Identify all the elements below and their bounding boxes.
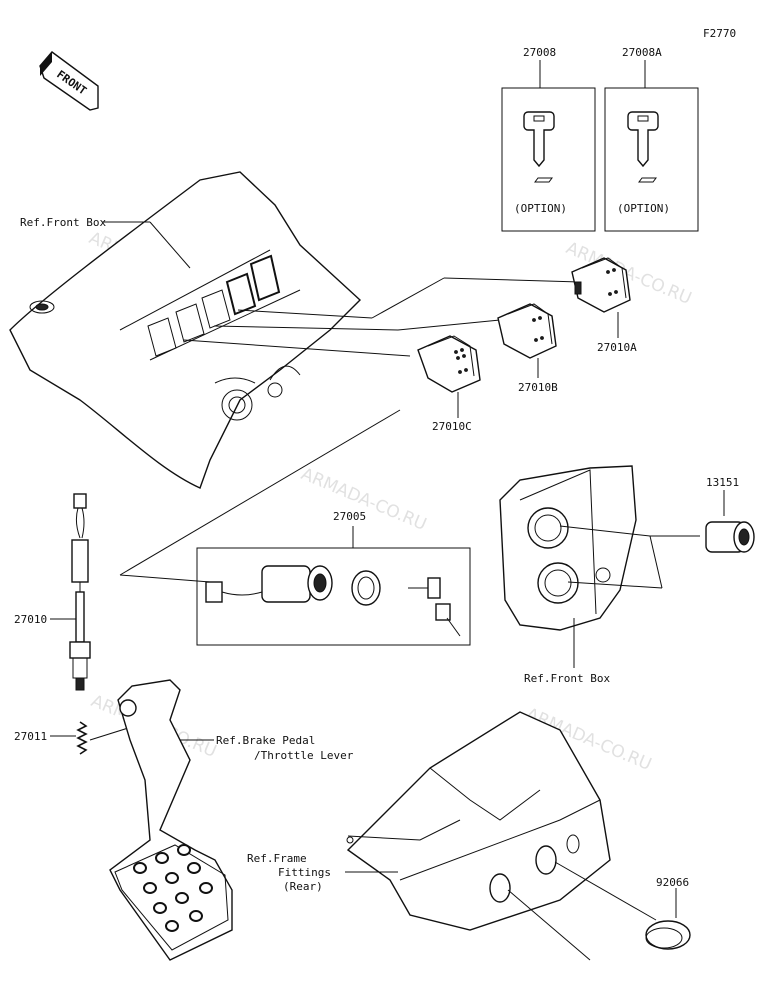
ref-frame-fittings: Fittings [278, 866, 331, 879]
ref-front-box-top: Ref.Front Box [20, 216, 106, 229]
power-socket-13151 [705, 521, 755, 553]
front-arrow-icon: FRONT [39, 51, 99, 111]
part-number-27008a: 27008A [622, 46, 662, 59]
part-number-27010: 27010 [14, 613, 47, 626]
front-box-dashboard [9, 171, 362, 489]
part-number-27005: 27005 [333, 510, 366, 523]
part-number-27011: 27011 [14, 730, 47, 743]
part-number-27010a: 27010A [597, 341, 637, 354]
ref-frame: Ref.Frame [247, 852, 307, 865]
rocker-switch-27010a [571, 257, 631, 313]
part-number-27010c: 27010C [432, 420, 472, 433]
key-option-box-27008: (OPTION) [501, 87, 596, 232]
spring-27011 [76, 721, 88, 755]
rocker-switch-27010c [417, 335, 481, 393]
ignition-keys [408, 577, 461, 637]
rocker-switch-27010b [497, 303, 557, 359]
diagram-code: F2770 [703, 27, 736, 40]
plug-cap-92066 [645, 920, 691, 950]
ignition-switch [205, 565, 333, 603]
ref-front-box-right: Ref.Front Box [524, 672, 610, 685]
part-number-13151: 13151 [706, 476, 739, 489]
ignition-kit-box [196, 547, 471, 646]
ref-throttle-lever: /Throttle Lever [254, 749, 354, 762]
ref-frame-rear: (Rear) [283, 880, 323, 893]
part-number-27008: 27008 [523, 46, 556, 59]
part-number-27010b: 27010B [518, 381, 558, 394]
pedal-grip-holes [133, 844, 213, 932]
ref-brake-pedal: Ref.Brake Pedal [216, 734, 315, 747]
front-box-side-panel [499, 465, 637, 631]
watermark: ARMADA-CO.RU [298, 464, 429, 535]
brake-pedal [109, 679, 233, 961]
option-label: (OPTION) [617, 202, 670, 215]
part-number-92066: 92066 [656, 876, 689, 889]
brake-switch-27010 [69, 493, 91, 691]
bezel-ring [351, 570, 381, 606]
frame-fitting-rear [346, 711, 611, 931]
option-label: (OPTION) [514, 202, 567, 215]
key-option-box-27008a: (OPTION) [604, 87, 699, 232]
